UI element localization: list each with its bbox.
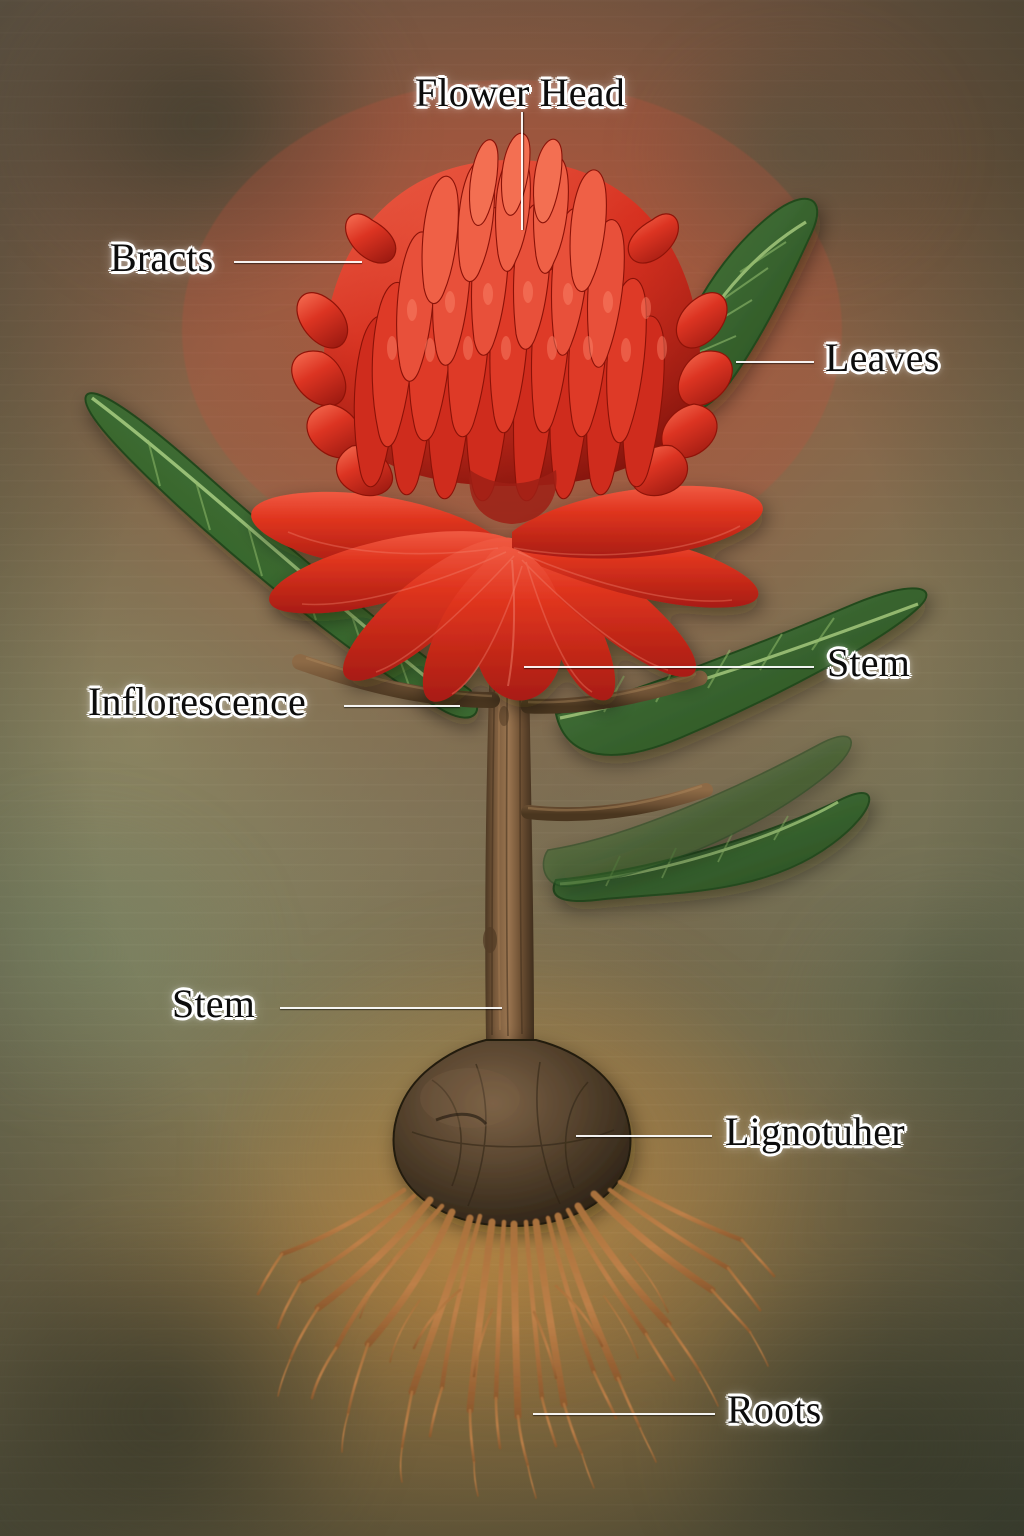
- leaf-lower-right-long: [542, 735, 852, 888]
- leader-leaves: [736, 361, 814, 363]
- label-stem-upper: Stem: [827, 640, 911, 685]
- label-lignotuber: Lignotuher: [725, 1109, 905, 1154]
- leader-stem-upper: [524, 666, 814, 668]
- florets-field: [353, 132, 665, 502]
- leader-bracts: [234, 261, 362, 263]
- leader-flower-head: [521, 112, 523, 230]
- leader-inflorescence: [344, 705, 460, 707]
- flower-head: [291, 132, 733, 524]
- label-roots: Roots: [727, 1387, 822, 1432]
- label-inflorescence: Inflorescence: [88, 679, 307, 724]
- bracts: [251, 485, 763, 702]
- label-bracts: Bracts: [110, 235, 214, 280]
- leader-roots: [533, 1413, 715, 1415]
- leader-stem-lower: [280, 1007, 502, 1009]
- leader-lignotuber: [576, 1135, 712, 1137]
- roots: [256, 1179, 776, 1499]
- label-stem-lower: Stem: [172, 981, 256, 1026]
- label-leaves: Leaves: [825, 335, 940, 380]
- label-flower-head: Flower Head: [415, 70, 625, 115]
- floret-tip-highlights: [387, 281, 667, 362]
